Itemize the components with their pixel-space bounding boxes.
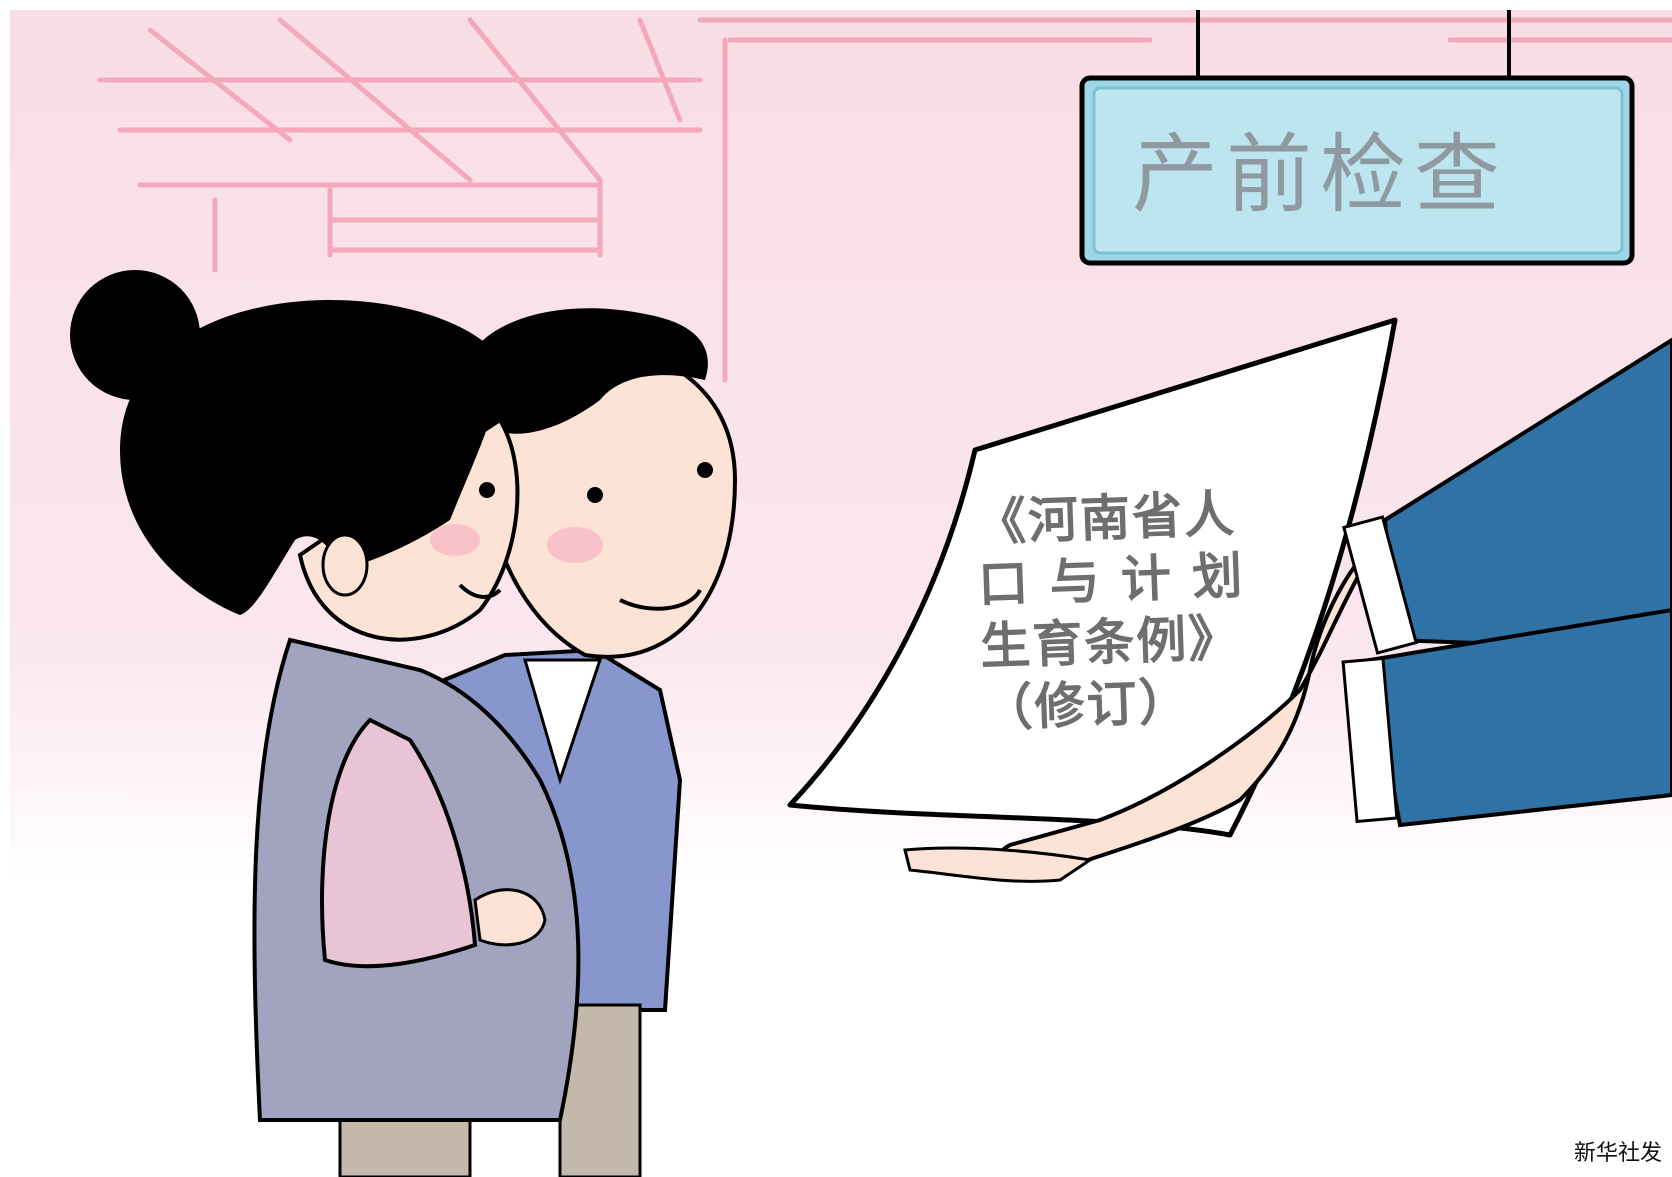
document-title-line-3: 生育条例》 [979,608,1242,676]
document-title-line-4: （修订） [981,672,1192,738]
photo-credit: 新华社发 [1573,1141,1662,1166]
document-title-line-1: 《河南省人 [975,484,1237,552]
official-hands [903,337,1672,883]
document-title-line-2: 口 与 计 划 [977,546,1246,614]
woman-figure [70,270,581,1177]
document-title: 《河南省人 口 与 计 划 生育条例》 （修订） [975,481,1303,740]
prenatal-check-sign [1079,10,1635,266]
regulation-document [787,317,1398,838]
sign-label: 产前检查 [1132,125,1508,225]
